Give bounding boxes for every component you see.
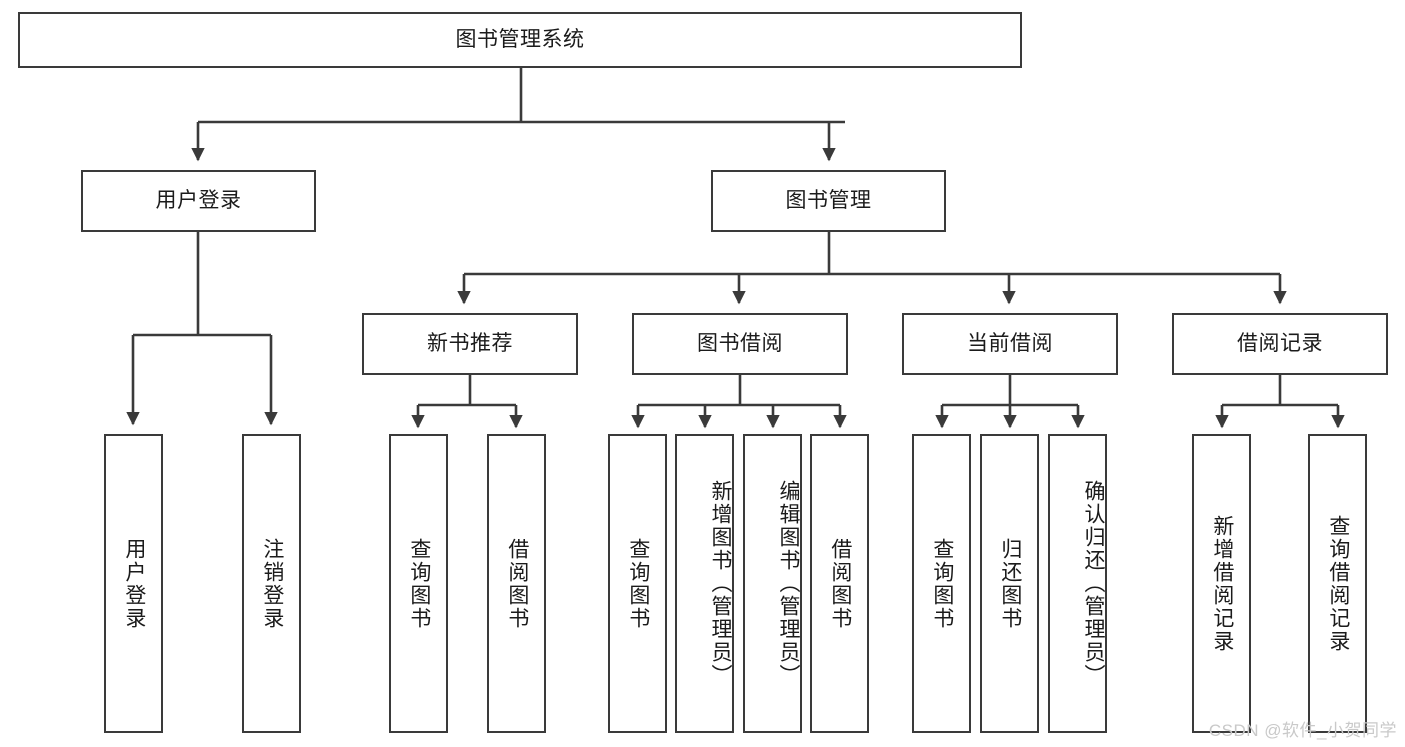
node-label: 查询图书: [626, 537, 650, 630]
node-label: 新增借阅记录: [1210, 514, 1234, 653]
node-label: 用户登录: [122, 537, 146, 630]
csdn-watermark: CSDN @软件_小贺同学: [1208, 721, 1397, 740]
node-label: 用户登录: [155, 188, 242, 212]
node-new-book-recommend[interactable]: 新书推荐: [362, 313, 578, 375]
node-label: 注销登录: [260, 537, 284, 630]
leaf-add-borrow-record[interactable]: 新增借阅记录: [1192, 434, 1251, 733]
node-borrow-record[interactable]: 借阅记录: [1172, 313, 1388, 375]
node-label: 确认归还（管理员）: [1082, 480, 1105, 687]
node-book-manage[interactable]: 图书管理: [711, 170, 946, 232]
node-label: 借阅图书: [828, 537, 852, 630]
leaf-query-book-new-recommend[interactable]: 查询图书: [389, 434, 448, 733]
node-label: 查询借阅记录: [1326, 514, 1350, 653]
node-label: 借阅记录: [1237, 331, 1323, 355]
leaf-confirm-return-admin[interactable]: 确认归还（管理员）: [1048, 434, 1107, 733]
leaf-borrow-book-new-recommend[interactable]: 借阅图书: [487, 434, 546, 733]
node-current-borrow[interactable]: 当前借阅: [902, 313, 1118, 375]
node-book-borrow[interactable]: 图书借阅: [632, 313, 848, 375]
node-label: 图书管理: [785, 188, 872, 212]
leaf-query-book-current[interactable]: 查询图书: [912, 434, 971, 733]
node-label: 查询图书: [930, 537, 954, 630]
leaf-query-borrow-record[interactable]: 查询借阅记录: [1308, 434, 1367, 733]
node-root-book-management-system[interactable]: 图书管理系统: [18, 12, 1022, 68]
leaf-add-book-admin[interactable]: 新增图书（管理员）: [675, 434, 734, 733]
node-label: 图书管理系统: [455, 27, 585, 51]
leaf-edit-book-admin[interactable]: 编辑图书（管理员）: [743, 434, 802, 733]
node-label: 图书借阅: [697, 331, 783, 355]
node-label: 新增图书（管理员）: [709, 480, 732, 687]
leaf-query-book-borrow[interactable]: 查询图书: [608, 434, 667, 733]
node-user-login[interactable]: 用户登录: [81, 170, 316, 232]
node-label: 新书推荐: [427, 331, 513, 355]
leaf-user-login[interactable]: 用户登录: [104, 434, 163, 733]
node-label: 编辑图书（管理员）: [777, 480, 800, 687]
node-label: 查询图书: [407, 537, 431, 630]
leaf-return-book[interactable]: 归还图书: [980, 434, 1039, 733]
leaf-logout-login[interactable]: 注销登录: [242, 434, 301, 733]
node-label: 归还图书: [998, 537, 1022, 630]
node-label: 当前借阅: [967, 331, 1053, 355]
node-label: 借阅图书: [505, 537, 529, 630]
leaf-borrow-book-borrow[interactable]: 借阅图书: [810, 434, 869, 733]
